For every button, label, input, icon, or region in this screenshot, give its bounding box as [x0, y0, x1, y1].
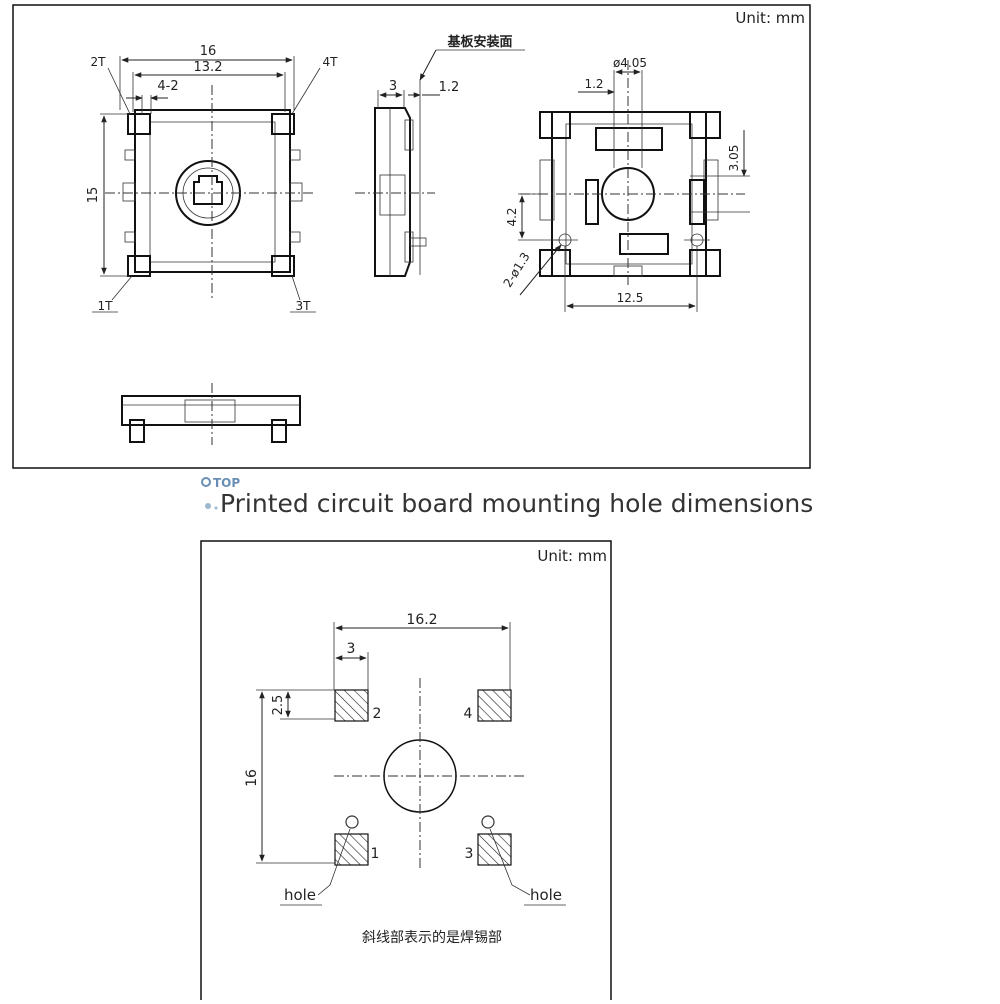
pad-4-label: 4	[464, 706, 473, 722]
solder-note: 斜线部表示的是焊锡部	[362, 930, 502, 946]
pad-2-label: 2	[373, 706, 382, 722]
bottom-view-slot	[184, 399, 236, 423]
dim-holes: 2-ø1.3	[500, 250, 532, 290]
leader-1t	[111, 275, 133, 301]
dim-pcb-3: 3	[347, 641, 356, 657]
terminal-3t	[271, 255, 295, 277]
side-view-pin	[409, 237, 427, 247]
bottom-view-pin-left	[129, 419, 145, 443]
dim-d405: ø4.05	[613, 56, 647, 70]
back-view: ø4.05 1.2 3.05 4.2 2-ø1.3 12.5	[500, 56, 750, 312]
back-window-bottom	[619, 233, 669, 255]
top-link-icon[interactable]	[201, 477, 211, 487]
bottom-view-pin-right	[271, 419, 287, 443]
front-view-outline	[134, 109, 291, 273]
bullet-icon	[205, 503, 211, 509]
front-side-tab	[122, 182, 136, 202]
front-side-tab	[124, 149, 136, 161]
hole-left-label: hole	[284, 886, 316, 904]
pcb-unit-label: Unit: mm	[537, 547, 607, 565]
hole-right-circle	[481, 815, 495, 829]
dim-width: 16	[200, 44, 217, 59]
dim-3-05: 3.05	[727, 145, 741, 172]
label-3t: 3T	[296, 299, 312, 313]
back-terminal	[689, 111, 721, 139]
top-unit-label: Unit: mm	[735, 9, 805, 27]
dim-12-5: 12.5	[617, 291, 644, 305]
side-view-tab	[404, 119, 414, 151]
back-side-rail	[539, 159, 555, 221]
leader-3t	[291, 275, 301, 301]
front-side-tab	[124, 231, 136, 243]
back-terminal	[689, 249, 721, 277]
side-view-tab	[404, 231, 414, 263]
side-view-shaft	[379, 174, 406, 216]
front-view: 16 13.2 4-2 15 2T 4T 1T	[86, 44, 338, 313]
top-drawing: Unit: mm	[12, 4, 811, 469]
terminal-4t	[271, 113, 295, 135]
hole-left-leader	[317, 828, 351, 896]
front-view-inner-outline	[149, 121, 276, 263]
back-slot-left	[585, 179, 599, 225]
bottom-view-outline	[121, 395, 301, 426]
dim-back-1-2: 1.2	[584, 77, 603, 91]
dim-height: 15	[86, 187, 101, 204]
pcb-drawing-frame	[200, 540, 612, 1004]
back-view-inner	[565, 123, 693, 265]
dim-4-2: 4.2	[505, 207, 519, 226]
bullet-icon	[214, 506, 218, 510]
terminal-2t	[127, 113, 151, 135]
bottom-view	[121, 383, 301, 445]
pad-3-label: 3	[465, 846, 474, 862]
dim-side-3: 3	[389, 79, 397, 94]
top-drawing-frame	[12, 4, 811, 469]
dim-pitch: 4-2	[157, 79, 178, 94]
pad-2	[334, 689, 369, 722]
back-slot-right	[689, 179, 705, 225]
leader-4t	[291, 67, 321, 115]
leader-mount-surface	[419, 49, 437, 81]
dim-16: 16	[244, 769, 260, 787]
section-heading: Printed circuit board mounting hole dime…	[220, 489, 813, 518]
dim-inner: 13.2	[194, 60, 223, 75]
dim-2-5: 2.5	[271, 695, 286, 716]
pad-1	[334, 833, 369, 866]
back-window-top	[595, 127, 663, 151]
dim-16-2: 16.2	[406, 612, 437, 628]
front-side-tab	[289, 231, 301, 243]
label-2t: 2T	[91, 55, 107, 69]
front-side-tab	[289, 182, 303, 202]
side-view: 3 1.2 基板安装面	[355, 34, 525, 277]
dim-side-1-2: 1.2	[439, 80, 460, 95]
pcb-drawing: Unit: mm 2 4 1 3 hole hole 16.2 3	[200, 540, 612, 1004]
top-link[interactable]: TOP	[213, 476, 240, 490]
pad-3	[477, 833, 512, 866]
leader-holes	[519, 244, 562, 296]
front-side-tab	[289, 149, 301, 161]
back-terminal	[539, 249, 571, 277]
hole-left-circle	[345, 815, 359, 829]
hole-right-leader	[489, 828, 531, 896]
leader-2t	[107, 67, 131, 115]
rotor-shaft-slot	[193, 175, 223, 205]
label-4t: 4T	[323, 55, 339, 69]
terminal-1t	[127, 255, 151, 277]
pad-1-label: 1	[371, 846, 380, 862]
pad-4	[477, 689, 512, 722]
label-mount-surface: 基板安装面	[446, 34, 512, 50]
back-terminal	[539, 111, 571, 139]
label-1t: 1T	[98, 299, 114, 313]
hole-right-label: hole	[530, 886, 562, 904]
